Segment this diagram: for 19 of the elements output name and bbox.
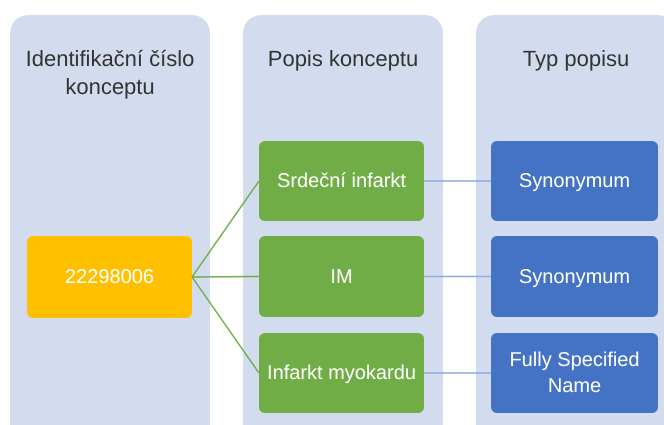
- concept-box: IM: [259, 236, 424, 317]
- connector-line: [424, 276, 491, 278]
- column-panel: [10, 15, 210, 425]
- concept-box: Infarkt myokardu: [259, 333, 424, 413]
- column-panel: [243, 15, 443, 425]
- connector-line: [191, 276, 260, 374]
- column-heading: Identifikační číslo konceptu: [24, 45, 196, 101]
- concept-box: 22298006: [27, 236, 192, 318]
- connector-line: [191, 180, 260, 278]
- column-heading: Popis konceptu: [266, 45, 420, 73]
- concept-box: Synonymum: [491, 141, 658, 221]
- connector-line: [424, 372, 491, 374]
- column-panel: [476, 15, 664, 425]
- concept-box: Srdeční infarkt: [259, 141, 424, 221]
- column-heading: Typ popisu: [522, 45, 630, 73]
- concept-box: Synonymum: [491, 236, 658, 317]
- connector-line: [424, 180, 491, 182]
- connector-line: [192, 276, 259, 278]
- concept-box: Fully Specified Name: [491, 333, 658, 413]
